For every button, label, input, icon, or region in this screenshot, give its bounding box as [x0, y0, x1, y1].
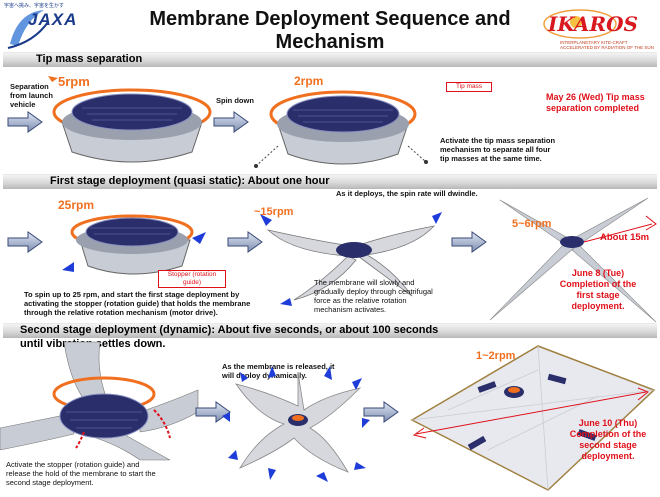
sequence-arrow-7 — [363, 401, 399, 423]
spacecraft-full-sail — [398, 340, 656, 492]
note-first-stage-completed: June 8 (Tue) Completion of the first sta… — [559, 268, 637, 311]
jaxa-tagline: 宇宙へ挑み、宇宙を生かす — [4, 3, 65, 9]
rpm-label-1-2: 1~2rpm — [476, 350, 516, 362]
note-second-stage-completed: June 10 (Thu) Completion of the second s… — [569, 418, 647, 461]
note-activate-stopper: Activate the stopper (rotation guide) an… — [6, 460, 156, 487]
note-membrane-deploy: The membrane will slowly and gradually d… — [314, 278, 433, 314]
jaxa-logo-text: JAXA — [28, 10, 78, 29]
spacecraft-drum-3 — [60, 204, 210, 284]
rpm-label-25: 25rpm — [58, 198, 95, 212]
size-label-15m: About 15m — [600, 232, 650, 243]
note-membrane-released: As the membrane is released, it will dep… — [222, 362, 335, 380]
stopper-tag: Stopper (rotation guide) — [158, 270, 226, 288]
jaxa-logo — [4, 4, 84, 52]
section-band-second-stage — [3, 323, 657, 338]
rpm-label-5-6: 5~6rpm — [512, 218, 552, 230]
note-tip-mass-completed: May 26 (Wed) Tip mass separation complet… — [546, 92, 645, 113]
spacecraft-star-deploy — [222, 366, 370, 482]
spacecraft-drum-1 — [48, 72, 212, 168]
ikaros-logo — [540, 4, 656, 54]
ikaros-logo-text: IKAROS — [548, 12, 638, 36]
sequence-arrow-3 — [7, 231, 43, 253]
label-spin-down: Spin down — [216, 96, 254, 105]
note-spin-up: To spin up to 25 rpm, and start the firs… — [24, 290, 251, 317]
sequence-arrow-2 — [213, 111, 249, 133]
section-title-first-stage: First stage deployment (quasi static): A… — [50, 175, 330, 187]
section-title-tip-mass: Tip mass separation — [36, 53, 143, 65]
note-activate-tip-mass: Activate the tip mass separation mechani… — [440, 136, 556, 163]
section-band-tip-mass — [3, 52, 657, 67]
section-band-first-stage — [3, 174, 657, 189]
spacecraft-drum-2 — [254, 74, 428, 172]
sequence-arrow-1 — [7, 111, 43, 133]
tip-mass-tag: Tip mass — [446, 82, 492, 92]
spacecraft-second-stage-closeup — [0, 341, 199, 461]
ikaros-tagline: INTERPLANETARY KITE-CRAFT ACCELERATED BY… — [560, 40, 654, 50]
rpm-label-15: ~15rpm — [254, 206, 294, 218]
label-separation: Separation from launch vehicle — [10, 82, 53, 109]
spacecraft-partial-deploy — [260, 212, 442, 306]
sequence-arrow-5 — [451, 231, 487, 253]
sequence-arrow-6 — [195, 401, 231, 423]
spacecraft-first-stage-cross — [488, 196, 658, 326]
rpm-label-2: 2rpm — [294, 74, 324, 88]
page-title: Membrane Deployment Sequence and Mechani… — [149, 8, 511, 53]
rpm-label-5: 5rpm — [58, 74, 90, 89]
note-spin-rate: As it deploys, the spin rate will dwindl… — [336, 189, 478, 198]
sequence-arrow-4 — [227, 231, 263, 253]
